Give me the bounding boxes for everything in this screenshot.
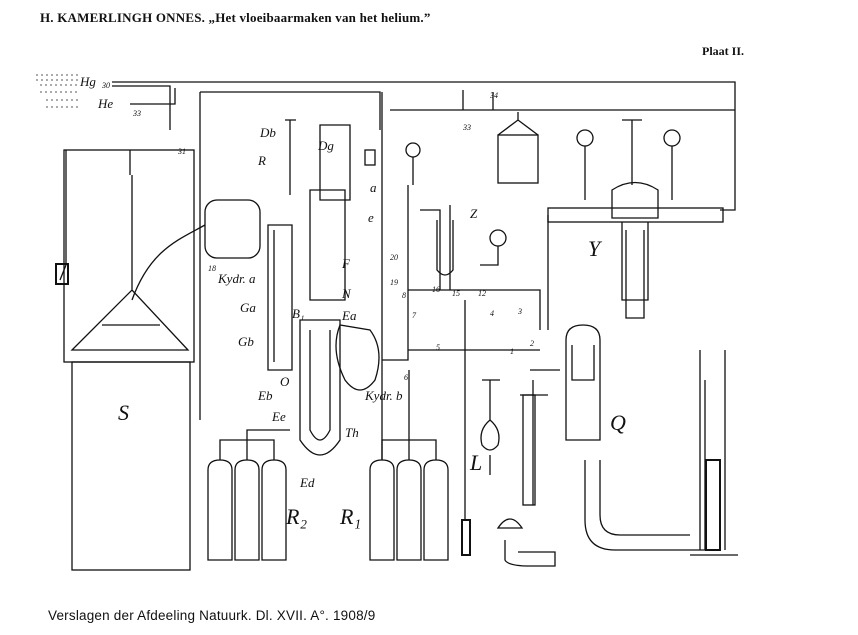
compressor-y: Y	[530, 119, 724, 371]
label-dg: Dg	[317, 138, 334, 153]
valve-num-33b: 33	[462, 123, 471, 132]
central-cryostat: Kydr. a Kydr. b Db Dg R a e Ga Gb F N Ea…	[199, 91, 403, 490]
valve-num-19: 19	[390, 278, 398, 287]
valve-num-15: 15	[452, 289, 460, 298]
plate-number: Plaat II.	[702, 44, 744, 58]
label-ed: Ed	[299, 475, 315, 490]
label-kydr-b: Kydr. b	[364, 388, 403, 403]
label-f: F	[341, 256, 351, 271]
label-ea: Ea	[341, 308, 357, 323]
label-s: S	[118, 400, 129, 425]
pressure-gauges	[405, 129, 681, 266]
valve-num-1: 1	[510, 347, 514, 356]
label-eb: Eb	[257, 388, 273, 403]
valve-num-30: 30	[101, 81, 110, 90]
label-r1: R₁	[339, 504, 361, 529]
label-db: Db	[259, 125, 276, 140]
label-th: Th	[345, 425, 359, 440]
valve-num-31: 31	[177, 147, 186, 156]
valve-num-33a: 33	[132, 109, 141, 118]
label-l: L	[469, 450, 482, 475]
valve-num-4: 4	[490, 309, 494, 318]
plate-header-title: H. KAMERLINGH ONNES. „Het vloeibaarmaken…	[40, 10, 431, 25]
valve-num-16: 16	[432, 285, 440, 294]
valve-num-18: 18	[208, 264, 216, 273]
label-n: N	[341, 286, 352, 301]
label-e: e	[368, 210, 374, 225]
pump-q: Q	[520, 324, 738, 556]
cylinders-r2: R₂	[207, 429, 307, 561]
label-q: Q	[610, 410, 626, 435]
label-o: O	[280, 374, 290, 389]
label-he: He	[97, 96, 113, 111]
valve-num-34: 34	[489, 91, 498, 100]
valve-num-20: 20	[390, 253, 398, 262]
piping-network: 34 33 Z 20 19 8 7 16 15 12 4 3 2 5 6 1	[382, 90, 735, 556]
label-hg: Hg	[79, 74, 96, 89]
label-a: a	[370, 180, 377, 195]
label-r2: R₂	[285, 504, 307, 529]
gasholder-s: S	[55, 149, 206, 571]
valve-num-3: 3	[517, 307, 522, 316]
label-z: Z	[470, 206, 478, 221]
valve-num-12: 12	[478, 289, 486, 298]
journal-citation: Verslagen der Afdeeling Natuurk. Dl. XVI…	[48, 608, 376, 623]
label-y: Y	[588, 236, 603, 261]
vessel-tank	[497, 112, 539, 184]
valve-num-7: 7	[412, 311, 417, 320]
label-b1: B₁	[292, 306, 304, 321]
label-kydr-a: Kydr. a	[217, 271, 256, 286]
label-gb: Gb	[238, 334, 254, 349]
valve-num-8: 8	[402, 291, 406, 300]
valve-num-5: 5	[436, 343, 440, 352]
valve-num-6: 6	[404, 373, 408, 382]
hg-he-supply: Hg 30 He 33 31	[36, 74, 736, 211]
bulb-l: L	[469, 379, 556, 567]
valve-num-2: 2	[530, 339, 534, 348]
label-ee: Ee	[271, 409, 286, 424]
label-ga: Ga	[240, 300, 256, 315]
label-r: R	[257, 153, 266, 168]
cylinders-r1: R₁	[339, 370, 449, 561]
